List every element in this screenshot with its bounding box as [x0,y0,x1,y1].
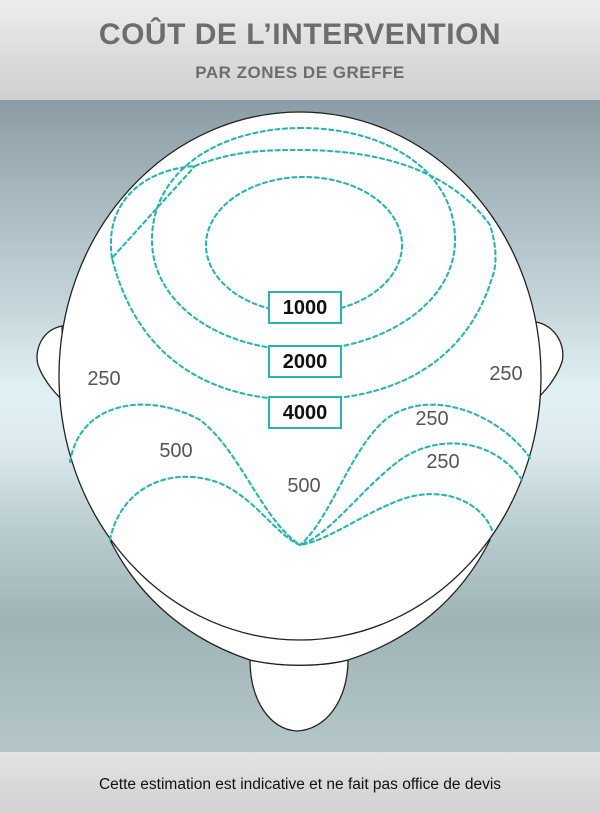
zone-contour-right-temple [298,403,532,547]
price-left-temple: 500 [159,440,192,462]
disclaimer-text: Cette estimation est indicative et ne fa… [98,776,502,793]
price-box-1000 [268,291,342,324]
price-2000: 2000 [283,351,328,373]
price-box-2000 [268,345,342,378]
zone-contour-right-lower [298,493,494,547]
price-right-side: 250 [489,363,522,385]
price-box-4000 [268,396,342,429]
page-subtitle: PAR ZONES DE GREFFE [195,63,405,82]
price-1000: 1000 [283,297,328,319]
price-right-temple-upper: 250 [415,408,448,430]
footer-band [0,752,600,813]
price-left-side: 250 [87,368,120,390]
nose [249,659,349,732]
zone-contour-left-temple [68,403,302,547]
zone-contour-outer-scalp [109,148,497,402]
price-4000: 4000 [283,402,328,424]
zone-contour-left-lower [108,475,302,547]
zone-contour-right-mid [298,442,524,547]
price-right-temple-lower: 250 [426,451,459,473]
header-band: COÛT DE L’INTERVENTION PAR ZONES DE GREF… [0,0,600,100]
page-title: COÛT DE L’INTERVENTION [98,18,502,51]
price-center-front: 500 [287,475,320,497]
